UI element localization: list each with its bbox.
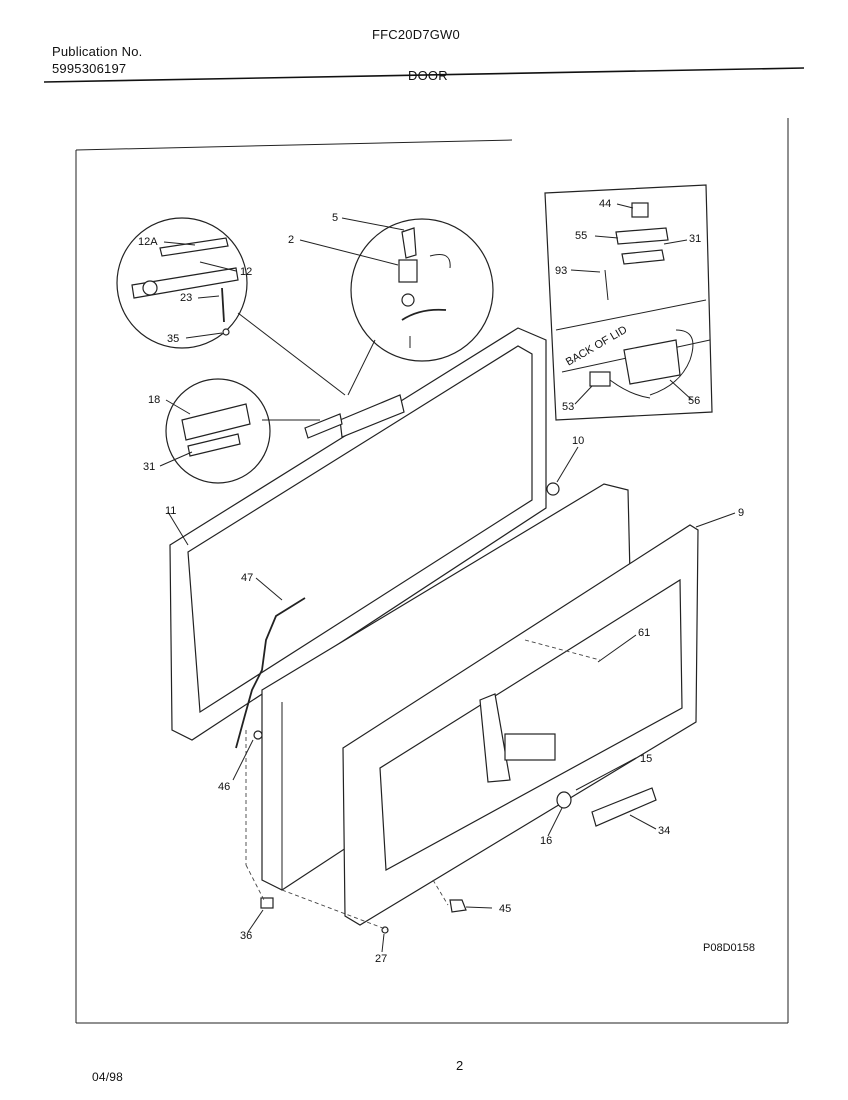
page-number: 2 [456,1058,464,1073]
inner-door-liner [342,524,699,926]
callout-34: 34 [658,825,670,837]
callout-23: 23 [180,292,192,304]
callout-35: 35 [167,333,179,345]
publication-number: 5995306197 [52,61,127,76]
callout-36: 36 [240,930,252,942]
callout-55: 55 [575,230,587,242]
callout-16: 16 [540,835,552,847]
callout-47: 47 [241,572,253,584]
callout-61: 61 [638,627,650,639]
callout-93: 93 [555,265,567,277]
callout-18: 18 [148,394,160,406]
callout-46: 46 [218,781,230,793]
publication-label: Publication No. [52,44,143,59]
part-46-plug [253,730,263,740]
callout-45: 45 [499,903,511,915]
part-36-clip [260,897,274,909]
callout-31: 31 [143,461,155,473]
callout-44: 44 [599,198,611,210]
callout-12: 12 [240,266,252,278]
callout-2: 2 [288,234,294,246]
callout-9: 9 [738,507,744,519]
leader-lines [159,203,736,953]
hinge-detail-circle [350,218,494,362]
diagram-frame [75,118,789,1024]
callout-11: 11 [165,505,176,517]
callout-12a: 12A [138,236,158,248]
wire-harness [235,597,306,749]
header-rule [43,67,805,83]
model-number: FFC20D7GW0 [372,27,460,42]
handle-detail-circle [116,217,248,349]
callout-53: 53 [562,401,574,413]
callout-10: 10 [572,435,584,447]
alignment-lines [245,639,601,931]
callout-27: 27 [375,953,387,965]
callout-5: 5 [332,212,338,224]
drawing-code: P08D0158 [703,942,755,954]
part-callouts: 44 55 31 93 53 56 5 2 12A 12 23 35 18 31… [138,198,744,965]
part-10-bumper [546,482,560,496]
callout-15: 15 [640,753,652,765]
back-of-lid-inset: BACK OF LID [544,184,713,421]
callout-31-inset: 31 [689,233,701,245]
callout-56: 56 [688,395,700,407]
part-45-cap [449,899,467,913]
handle-lower-circle [165,378,271,484]
publication-date: 04/98 [92,1070,124,1084]
